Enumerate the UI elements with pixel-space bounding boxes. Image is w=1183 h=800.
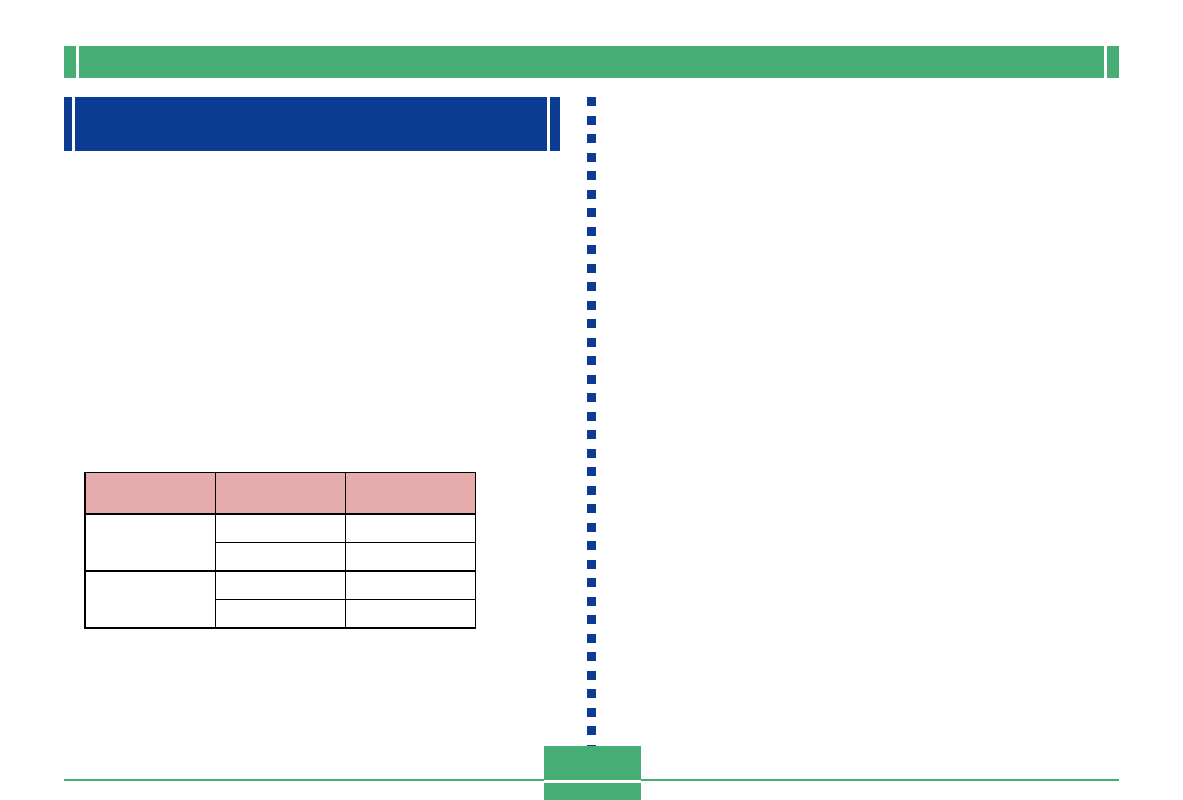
divider-dot xyxy=(587,356,596,365)
divider-dot xyxy=(587,708,596,717)
table-row xyxy=(84,570,476,629)
divider-dot xyxy=(587,208,596,217)
divider-dot xyxy=(587,319,596,328)
divider-dot xyxy=(587,634,596,643)
divider-dot xyxy=(587,578,596,587)
divider-dot xyxy=(587,615,596,624)
table-cell xyxy=(214,513,346,543)
divider-dot xyxy=(587,375,596,384)
divider-dot xyxy=(587,504,596,513)
table-header-cell xyxy=(344,472,476,515)
table-cell xyxy=(84,513,216,572)
table-row xyxy=(84,513,476,572)
divider-dot xyxy=(587,264,596,273)
divider-dot xyxy=(587,597,596,606)
divider-dot xyxy=(587,282,596,291)
divider-dot xyxy=(587,430,596,439)
divider-dot xyxy=(587,467,596,476)
section-bar-right-stripe xyxy=(547,97,550,151)
table-cell xyxy=(344,542,476,572)
divider-dot xyxy=(587,412,596,421)
divider-dot xyxy=(587,689,596,698)
divider-dot xyxy=(587,486,596,495)
table-cell xyxy=(84,570,216,629)
divider-dot xyxy=(587,652,596,661)
divider-dot xyxy=(587,134,596,143)
divider-dot xyxy=(587,301,596,310)
divider-dot xyxy=(587,449,596,458)
table-cell xyxy=(214,599,346,629)
divider-dot xyxy=(587,116,596,125)
divider-dot xyxy=(587,190,596,199)
divider-dot xyxy=(587,245,596,254)
divider-dot xyxy=(587,153,596,162)
table-cell xyxy=(344,599,476,629)
table-cell xyxy=(344,570,476,600)
section-title-bar xyxy=(64,97,560,151)
page-number-tab xyxy=(544,746,641,800)
divider-dot xyxy=(587,671,596,680)
divider-dot xyxy=(587,338,596,347)
table-header-cell xyxy=(84,472,216,515)
table-header-row xyxy=(84,472,476,515)
header-band-right-stripe xyxy=(1104,46,1107,78)
divider-dot xyxy=(587,171,596,180)
divider-dot xyxy=(587,726,596,735)
divider-dot xyxy=(587,227,596,236)
divider-dot xyxy=(587,541,596,550)
page-tab-divider xyxy=(544,780,641,783)
column-divider xyxy=(587,97,596,754)
divider-dot xyxy=(587,560,596,569)
table-cell xyxy=(214,570,346,600)
divider-dot xyxy=(587,393,596,402)
divider-dot xyxy=(587,523,596,532)
top-header-band xyxy=(64,46,1119,78)
spec-table xyxy=(84,472,476,629)
header-band-left-stripe xyxy=(76,46,79,78)
section-bar-left-stripe xyxy=(72,97,75,151)
table-cell xyxy=(214,542,346,572)
table-row xyxy=(85,599,476,629)
divider-dot xyxy=(587,97,596,106)
table-header-cell xyxy=(214,472,346,515)
table-cell xyxy=(344,513,476,543)
